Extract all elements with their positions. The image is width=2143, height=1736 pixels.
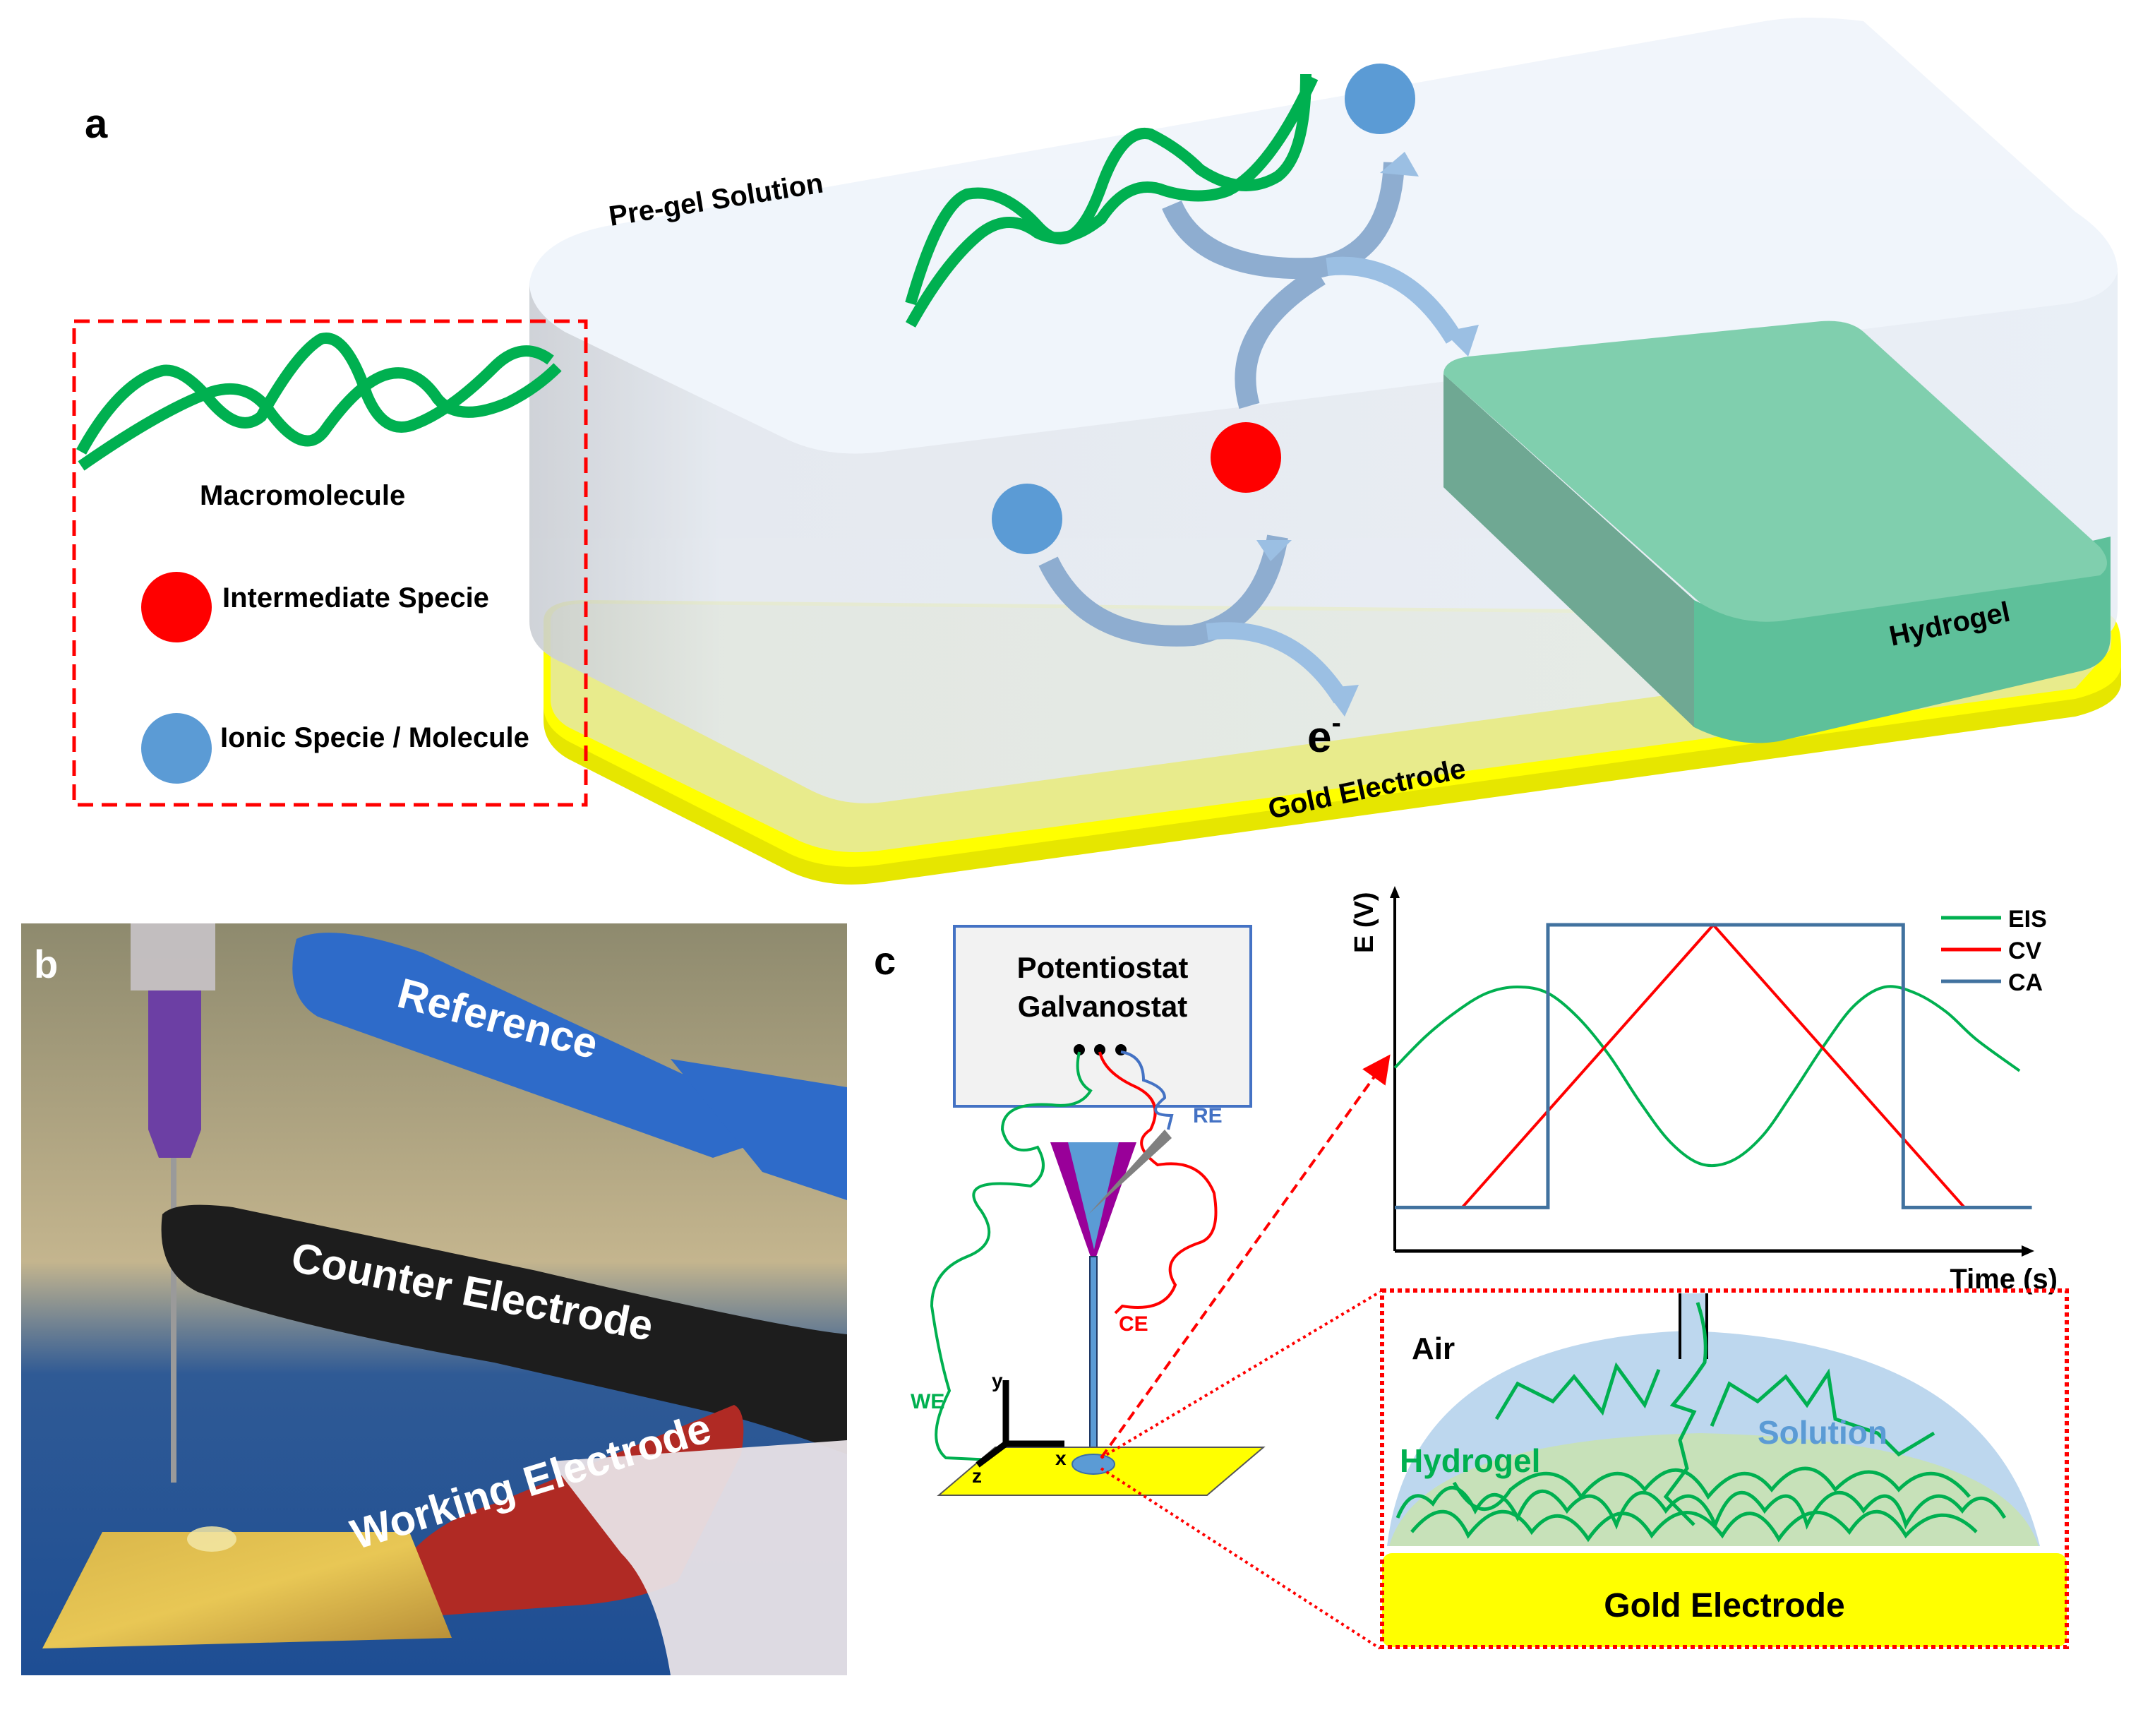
potentiostat-box: Potentiostat Galvanostat bbox=[953, 925, 1252, 1108]
reference-clip bbox=[292, 933, 760, 1158]
reaction-arrows bbox=[1038, 152, 1479, 717]
arrow-electron-transfer bbox=[1206, 622, 1349, 704]
intermediate-specie-circle bbox=[1211, 422, 1281, 493]
ce-terminal bbox=[1094, 1044, 1105, 1055]
chart-ylabel: E (V) bbox=[1350, 892, 1379, 953]
gold-electrode-bar bbox=[1382, 1553, 2067, 1647]
arrow-reaction-to-ion bbox=[1162, 162, 1405, 280]
series-eis-line bbox=[1393, 985, 2021, 1168]
z-axis-label: z bbox=[972, 1465, 982, 1487]
y-axis-arrow bbox=[1390, 886, 1400, 898]
legend-macromolecule-icon bbox=[76, 333, 562, 471]
panel-c-label: c bbox=[874, 938, 896, 983]
droplet bbox=[1072, 1454, 1115, 1475]
interface-inset: Air Solution Hydrogel Gold Electrode bbox=[1380, 1288, 2069, 1649]
legend-label-ca: CA bbox=[2008, 969, 2043, 996]
counter-clip bbox=[161, 1204, 848, 1454]
we-lead bbox=[930, 1051, 1093, 1461]
instrument-line2: Galvanostat bbox=[1018, 990, 1187, 1023]
x-axis-arrow bbox=[2022, 1245, 2034, 1257]
y-axis-label: y bbox=[992, 1370, 1003, 1391]
ce-label: CE bbox=[1119, 1312, 1148, 1336]
legend-label-cv: CV bbox=[2008, 938, 2042, 964]
series-ca-line bbox=[1395, 923, 2032, 1209]
we-terminal bbox=[1074, 1044, 1085, 1055]
legend-intermediate-icon bbox=[141, 572, 212, 642]
legend-box: Macromolecule Intermediate Specie Ionic … bbox=[72, 319, 588, 807]
re-lead bbox=[1120, 1050, 1174, 1130]
ionic-specie-circle bbox=[992, 484, 1062, 554]
x-axis-label: x bbox=[1055, 1447, 1067, 1469]
hydrogel-inset-label: Hydrogel bbox=[1400, 1442, 1540, 1479]
needle bbox=[171, 1158, 176, 1483]
arrow-ion-to-intermediate bbox=[1038, 534, 1288, 647]
solution-label: Solution bbox=[1758, 1414, 1887, 1451]
legend-ionic-icon bbox=[141, 713, 212, 784]
electron-label: e- bbox=[1307, 707, 1341, 762]
legend-label-eis: EIS bbox=[2008, 906, 2047, 933]
legend-intermediate-label: Intermediate Specie bbox=[222, 582, 489, 613]
macromolecule-chain-solution bbox=[905, 73, 1319, 328]
xyz-axes bbox=[976, 1380, 1064, 1468]
polymer-network bbox=[1395, 1302, 2007, 1543]
panel-a-label: a bbox=[85, 101, 108, 147]
instrument-line1: Potentiostat bbox=[1017, 951, 1189, 984]
reference-electrode-needle bbox=[1088, 1130, 1172, 1214]
zoom-line-inset-bottom bbox=[1100, 1467, 1381, 1650]
we-label: WE bbox=[911, 1390, 944, 1413]
re-label: RE bbox=[1193, 1104, 1223, 1127]
panel-b-photo bbox=[21, 923, 848, 1675]
arrow-intermediate-to-reaction bbox=[1235, 266, 1326, 409]
legend-macromolecule-label: Macromolecule bbox=[200, 480, 405, 511]
gold-foil bbox=[42, 1532, 452, 1648]
arrow-to-hydrogel bbox=[1326, 256, 1463, 344]
legend-ionic-label: Ionic Specie / Molecule bbox=[220, 722, 529, 753]
zoom-line-chart bbox=[1100, 1054, 1391, 1459]
air-label: Air bbox=[1412, 1331, 1455, 1366]
hydrogel-block bbox=[1443, 321, 2111, 743]
hydrogel-droplet bbox=[187, 1526, 236, 1552]
chart-legend: EIS CV CA bbox=[1941, 906, 2047, 996]
syringe-needle bbox=[1089, 1256, 1098, 1462]
gold-electrode-inset-label: Gold Electrode bbox=[1604, 1587, 1844, 1624]
ce-lead bbox=[1098, 1051, 1218, 1315]
panel-b-label: b bbox=[34, 942, 58, 986]
ionic-specie-circle-product bbox=[1345, 64, 1415, 134]
